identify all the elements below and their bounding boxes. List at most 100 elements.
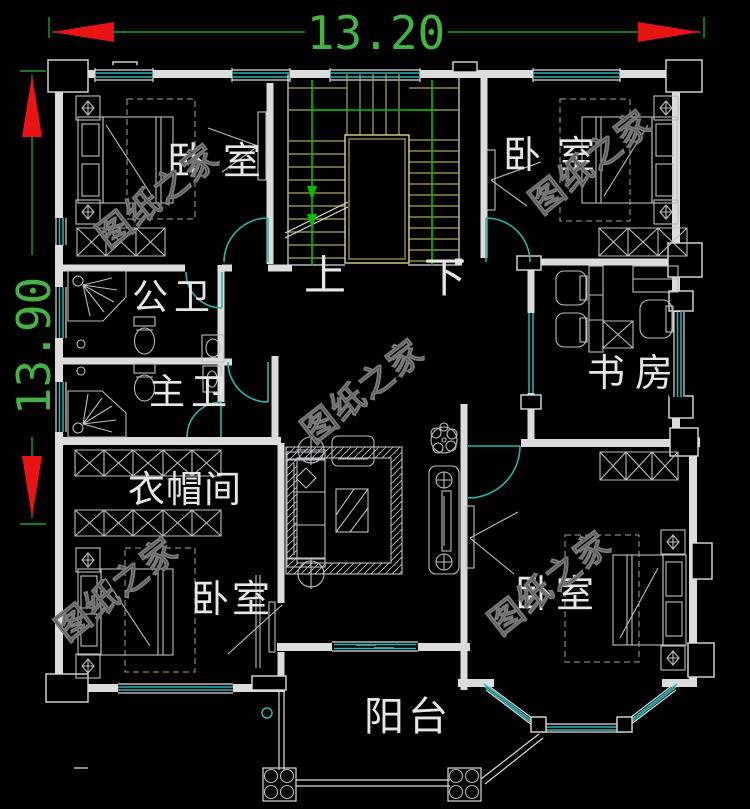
watermark-text: 图纸之家: [294, 331, 432, 451]
bed-pillow: [80, 575, 98, 609]
bed-pillow: [81, 163, 100, 197]
watermark-text: 图纸之家: [48, 529, 186, 649]
wall-fixture-marker: [486, 149, 542, 211]
door-bedroom-tr: [485, 217, 531, 263]
bed-body: [581, 116, 653, 204]
tv: [441, 490, 452, 552]
window-left-2: [51, 287, 67, 338]
windows: [51, 65, 685, 695]
nightstand: [75, 547, 101, 573]
balcony-railing: [74, 692, 544, 787]
wardrobe: [599, 451, 679, 481]
study-furniture: [555, 265, 679, 353]
bay-window: [481, 680, 679, 733]
chair: [555, 312, 588, 348]
stair-direction-arrow: [307, 214, 317, 228]
bed-body: [100, 568, 174, 656]
bed-rug: [559, 98, 631, 222]
speaker: [296, 435, 326, 465]
bed-pillow: [665, 561, 683, 597]
bed-pillow: [655, 123, 674, 157]
bookshelf: [588, 265, 604, 353]
arrow-right-icon: [638, 22, 700, 42]
bed-pillow: [655, 163, 674, 197]
room-label-bedroom-br: 卧室: [515, 572, 597, 616]
stair-break-line: [284, 201, 349, 239]
bedroom-br-furniture: [465, 451, 687, 671]
nightstand: [660, 529, 686, 555]
door-bedroom-tl: [223, 217, 269, 263]
bed-body: [102, 116, 174, 204]
tv-cabinet: [428, 465, 460, 575]
staircase: 上 下: [284, 74, 466, 302]
door-vestibule: [227, 361, 269, 403]
window-top-1: [94, 65, 154, 83]
watermark-text: 图纸之家: [481, 523, 619, 643]
window-top-4: [532, 65, 621, 83]
desk-chair: [639, 299, 674, 339]
door-bedroom-br: [467, 445, 521, 499]
room-label-bath-master: 主卫: [149, 372, 233, 413]
balcony: [74, 692, 544, 802]
stair-void: [344, 134, 410, 264]
balcony-column: [262, 767, 297, 802]
sofa: [286, 451, 326, 568]
door-bath-master: [186, 401, 222, 438]
bedroom-tl-furniture: [75, 95, 267, 257]
door-bedroom-bl: [227, 601, 283, 655]
room-label-balcony: 阳台: [364, 694, 452, 740]
wall-fixture-marker: [207, 111, 267, 181]
bath-master-fixtures: [67, 363, 222, 438]
room-label-cloakroom: 衣帽间: [128, 468, 242, 511]
floor-drain: [76, 339, 86, 349]
balcony-column: [447, 767, 482, 802]
bath-public-fixtures: [67, 270, 225, 363]
drain-pipe: [261, 707, 273, 719]
bed-pillow: [80, 613, 98, 647]
arrow-down-icon: [22, 456, 42, 518]
window-left-1: [51, 218, 67, 245]
dimension-top: 13.20: [48, 6, 705, 60]
arrow-left-icon: [52, 22, 114, 42]
shower: [67, 270, 127, 322]
bedroom-tr-furniture: [486, 95, 688, 257]
bed-rug: [126, 98, 196, 220]
arrow-up-icon: [22, 75, 42, 137]
wall-piers: [45, 59, 715, 703]
sofa-pillow: [295, 467, 317, 489]
cloakroom-wardrobes: [74, 449, 222, 537]
desk: [632, 265, 679, 293]
sink: [202, 365, 222, 393]
room-label-bedroom-bl: 卧室: [191, 577, 273, 621]
nightstand: [660, 645, 686, 671]
armchair: [331, 435, 375, 467]
room-label-bath-public: 公卫: [132, 277, 216, 318]
speaker: [296, 559, 326, 589]
doors: [185, 217, 534, 655]
bed-body: [612, 554, 664, 646]
coffee-table: [335, 488, 369, 533]
bedroom-bl-furniture: [75, 547, 261, 679]
wardrobe: [598, 227, 688, 257]
door-study-sliding: [528, 313, 534, 393]
nightstand: [75, 95, 101, 121]
closet-partition: [255, 575, 261, 668]
window-left-3: [51, 382, 67, 432]
window-top-2: [231, 65, 291, 83]
plant: [430, 422, 458, 454]
toilet: [133, 363, 156, 402]
living-area-furniture: [285, 422, 460, 589]
room-labels: 卧室 卧室 公卫 主卫 书房 衣帽间 卧室 卧室 阳台: [128, 133, 683, 740]
sliding-door-balcony: [332, 640, 418, 653]
bed-rug: [124, 547, 196, 673]
sink: [201, 334, 225, 363]
watermark-text: 图纸之家: [89, 136, 227, 256]
bed-pillow: [665, 601, 683, 637]
shower: [67, 390, 127, 438]
stair-up-label: 上: [304, 251, 346, 300]
room-label-study: 书房: [587, 351, 683, 395]
wall-fixture-marker: [465, 505, 519, 575]
room-label-bedroom-tr: 卧室: [503, 133, 611, 177]
chair: [555, 270, 588, 306]
